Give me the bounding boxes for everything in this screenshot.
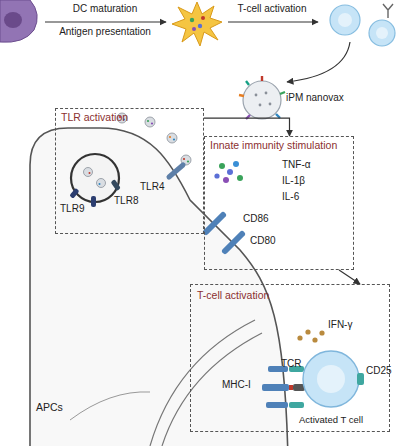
process-arrow [228, 21, 318, 22]
ifn-dot [297, 335, 302, 340]
text-label: CD86 [243, 214, 269, 224]
text-label: IFN-γ [328, 320, 352, 330]
cell-membrane [30, 128, 288, 446]
cytokine-dot [237, 175, 243, 181]
nanoparticle-body [97, 179, 106, 188]
node-outline [0, 120, 300, 446]
endosome [71, 154, 119, 202]
nanoparticle [145, 117, 155, 127]
dashed-panel: Innate immunity stimulation [204, 136, 354, 270]
text-label: Antigen presentation [59, 27, 151, 37]
node-heading: T-cell activation [197, 290, 269, 302]
particle-dot [187, 160, 189, 162]
surface-marker [246, 81, 249, 85]
cytokine-dot [223, 177, 229, 183]
text-label: TLR8 [114, 196, 138, 206]
flow-arrow [204, 118, 290, 136]
tlr9-receptor [91, 196, 96, 207]
antigen-dot [198, 24, 202, 28]
node-heading: TLR activation [61, 112, 128, 124]
process-arrow [45, 21, 166, 22]
node-heading: Innate immunity stimulation [210, 140, 337, 152]
apc-cell: APCs [0, 120, 300, 446]
nanoparticle-body [84, 168, 93, 177]
t-cell-nucleus [376, 27, 388, 39]
cd28-receptor [289, 402, 304, 408]
text-label: TLR9 [60, 204, 84, 214]
dashed-panel: T-cell activationActivated T cell [190, 284, 390, 432]
particle-dot [99, 183, 101, 185]
particle-dot [89, 172, 91, 174]
nanovax-particle [243, 81, 281, 119]
flow-arrow [339, 270, 360, 284]
text-label: TNF-α [282, 160, 311, 170]
particle-dot [169, 136, 171, 138]
nanoparticle [84, 168, 93, 177]
particle-dot [265, 92, 268, 95]
text-label: TCR [281, 359, 302, 369]
node-heading: Activated T cell [291, 415, 371, 425]
cytokine-dot [219, 163, 225, 169]
surface-marker [276, 114, 280, 118]
t-cell [330, 5, 360, 35]
node-heading: APCs [36, 402, 63, 414]
text-label: IL-6 [282, 192, 299, 202]
text-label: T-cell activation [238, 4, 307, 14]
cd25-receptor [357, 373, 364, 385]
particle-dot [259, 104, 262, 107]
curved-arrow [287, 42, 350, 82]
nanoparticle [97, 179, 106, 188]
antigen-dot [190, 18, 194, 22]
ifn-dot [319, 330, 324, 335]
cytokine-dot [214, 173, 219, 178]
particle-dot [183, 158, 185, 160]
t-cell-nucleus [317, 365, 345, 393]
t-cell-node: Activated T cell [291, 347, 371, 433]
nanoparticle-body [167, 133, 177, 143]
t-cell-nucleus [338, 13, 352, 27]
surface-marker [280, 92, 285, 94]
nanoparticle-body [145, 117, 155, 127]
text-label: iPM nanovax [286, 93, 344, 103]
antigen-dot [192, 27, 196, 31]
antigen-dot [201, 16, 205, 20]
text-label: IL-1β [282, 176, 305, 186]
text-label: CD80 [250, 236, 276, 246]
ifn-dot [305, 329, 310, 334]
macrophage-cell [0, 0, 37, 42]
particle-dot [147, 120, 149, 122]
text-label: MHC-I [222, 380, 251, 390]
text-label: DC maturation [73, 4, 137, 14]
costim-receptor [266, 402, 288, 408]
surface-marker [239, 95, 244, 96]
cytokine-dot [233, 161, 239, 167]
particle-dot [173, 138, 175, 140]
particle-dot [151, 122, 153, 124]
t-cell-body [303, 351, 359, 407]
nanoparticle [167, 133, 177, 143]
text-label: TLR4 [140, 182, 164, 192]
dendritic-cell [172, 2, 222, 46]
cell-nucleus [4, 12, 22, 28]
surface-marker [261, 76, 263, 81]
cytokine-dot [227, 169, 233, 175]
peptide [289, 385, 293, 390]
mhc-receptor [262, 384, 289, 391]
text-label: CD25 [366, 366, 392, 376]
antibody-symbol [383, 4, 393, 18]
t-cell [369, 20, 395, 46]
dashed-panel: TLR activation [55, 108, 204, 234]
particle-dot [255, 94, 258, 97]
particle-dot [269, 103, 272, 106]
ifn-dot [312, 337, 317, 342]
